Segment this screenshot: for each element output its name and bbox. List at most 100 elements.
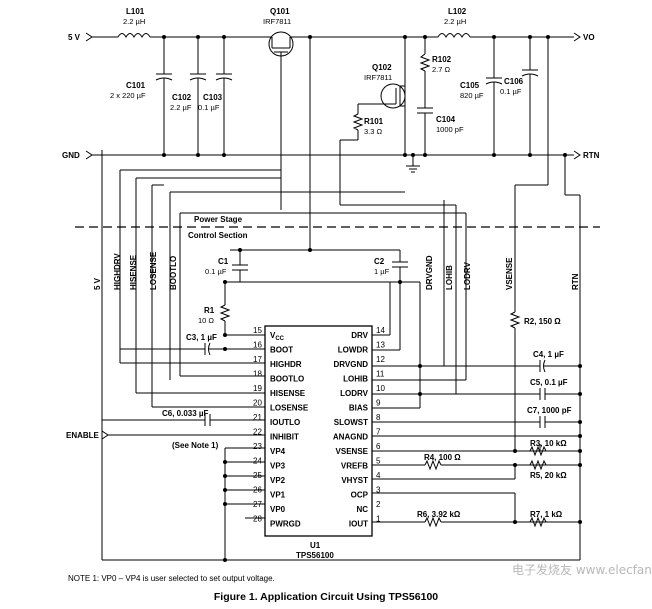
power-stage-label: Power Stage	[194, 215, 243, 224]
pin-name: LOSENSE	[270, 404, 309, 413]
bus-label: VSENSE	[505, 257, 514, 290]
bus-label: HIGHDRV	[113, 253, 122, 290]
bus-label: BOOTLO	[169, 256, 178, 290]
pin-name: BOOT	[270, 346, 293, 355]
pin-number: 5	[376, 457, 381, 466]
pin-name: OCP	[351, 491, 369, 500]
c1-ref: C1	[218, 257, 229, 266]
pin-name: PWRGD	[270, 520, 301, 529]
footnote: NOTE 1: VP0 – VP4 is user selected to se…	[68, 574, 275, 583]
c2-ref: C2	[374, 257, 385, 266]
q101-ref: Q101	[270, 7, 290, 16]
pin-number: 11	[376, 370, 385, 379]
pin-number: 10	[376, 384, 385, 393]
pin-number: 16	[253, 341, 262, 350]
bus-label: LODRV	[463, 261, 472, 290]
pin-name: VP3	[270, 462, 286, 471]
figure-caption: Figure 1. Application Circuit Using TPS5…	[213, 591, 439, 603]
pin-name: INHIBIT	[270, 433, 299, 442]
pin-number: 7	[376, 428, 381, 437]
r102-ref: R102	[432, 55, 452, 64]
pin-number: 25	[253, 471, 262, 480]
pin-number: 17	[253, 355, 262, 364]
pin-number: 3	[376, 486, 381, 495]
pin-number: 21	[253, 413, 262, 422]
pin-name: BOOTLO	[270, 375, 304, 384]
pin-number: 13	[376, 341, 385, 350]
ic-part: TPS56100	[296, 551, 334, 560]
bus-label: LOSENSE	[149, 251, 158, 290]
pin-name: LOHIB	[343, 375, 368, 384]
r102-value: 2.7 Ω	[432, 65, 451, 74]
bus-label: RTN	[571, 273, 580, 290]
pin-name: VHYST	[341, 476, 368, 485]
c6-label: C6, 0.033 µF	[162, 409, 209, 418]
r5-label: R5, 20 kΩ	[530, 471, 567, 480]
pin-number: 14	[376, 326, 385, 335]
wires	[75, 31, 600, 561]
see-note: (See Note 1)	[172, 441, 219, 450]
pin-name: NC	[356, 505, 368, 514]
c4-label: C4, 1 µF	[533, 350, 564, 359]
pin-number: 2	[376, 500, 381, 509]
pin-name: HIGHDR	[270, 360, 302, 369]
net-label-gnd: GND	[62, 151, 80, 160]
net-arrows	[85, 32, 581, 440]
c7-label: C7, 1000 pF	[527, 406, 572, 415]
ic-ref: U1	[310, 541, 321, 550]
pin-name: VP4	[270, 447, 286, 456]
pin-name: VREFB	[341, 462, 368, 471]
r2-label: R2, 150 Ω	[524, 317, 561, 326]
control-section-label: Control Section	[188, 231, 248, 240]
pin-number: 20	[253, 399, 262, 408]
pin-number: 27	[253, 500, 262, 509]
r7-label: R7, 1 kΩ	[530, 510, 563, 519]
r101-ref: R101	[364, 117, 384, 126]
c2-value: 1 µF	[374, 267, 390, 276]
pin-number: 23	[253, 442, 262, 451]
c103-value: 0.1 µF	[198, 103, 220, 112]
pin-number: 12	[376, 355, 385, 364]
pin-name: SLOWST	[334, 418, 368, 427]
c105-value: 820 µF	[460, 91, 484, 100]
pin-number: 1	[376, 515, 381, 524]
pin-name: DRVGND	[333, 360, 368, 369]
pin-name: VSENSE	[336, 447, 369, 456]
l102-value: 2.2 µH	[444, 17, 466, 26]
pin-number: 15	[253, 326, 262, 335]
c105-ref: C105	[460, 81, 480, 90]
c101-ref: C101	[126, 81, 146, 90]
pin-number: 9	[376, 399, 381, 408]
pin-name: DRV	[351, 331, 368, 340]
c106-value: 0.1 µF	[500, 87, 522, 96]
pin-name: LOWDR	[338, 346, 368, 355]
l102-ref: L102	[448, 7, 467, 16]
net-label-vo: VO	[583, 33, 595, 42]
c103-ref: C103	[203, 93, 223, 102]
c3-label: C3, 1 µF	[186, 333, 217, 342]
q102-ref: Q102	[372, 63, 392, 72]
pin-name: VP2	[270, 476, 286, 485]
r1-ref: R1	[204, 306, 215, 315]
l101-ref: L101	[126, 7, 145, 16]
pin-name-vcc: VCC	[270, 331, 285, 342]
ic-body	[264, 325, 373, 537]
net-label-enable: ENABLE	[66, 431, 100, 440]
c5-label: C5, 0.1 µF	[530, 378, 568, 387]
r3-label: R3, 10 kΩ	[530, 439, 567, 448]
c102-value: 2.2 µF	[170, 103, 192, 112]
q101-value: IRF7811	[263, 17, 291, 26]
r1-value: 10 Ω	[198, 316, 214, 325]
c101-value: 2 x 220 µF	[110, 91, 146, 100]
junction-dots	[162, 35, 582, 562]
pin-name: BIAS	[349, 404, 369, 413]
pin-number: 26	[253, 486, 262, 495]
net-label-rtn: RTN	[583, 151, 600, 160]
r101-value: 3.3 Ω	[364, 127, 383, 136]
pin-name: VP1	[270, 491, 286, 500]
watermark: 电子发烧友 www.elecfans.com	[512, 562, 652, 577]
pin-name: LODRV	[340, 389, 369, 398]
r6-label: R6, 3.92 kΩ	[417, 510, 461, 519]
